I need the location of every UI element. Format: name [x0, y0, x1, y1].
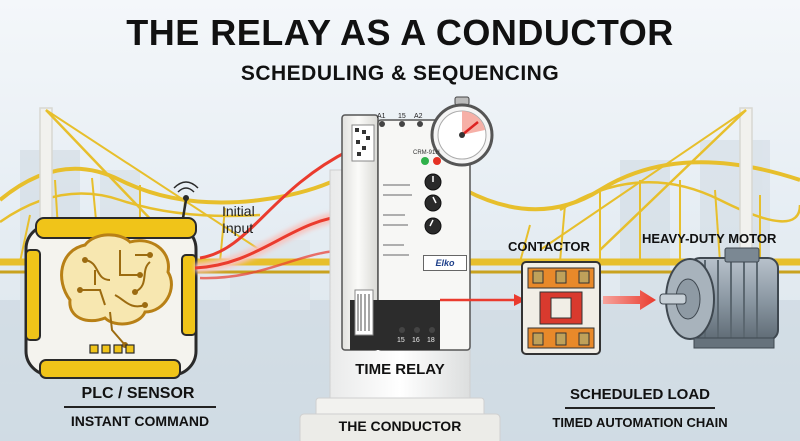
relay-output-arrow [440, 294, 526, 306]
plc-subtitle: INSTANT COMMAND [70, 413, 210, 429]
relay-title: TIME RELAY [355, 361, 445, 378]
motor-label: HEAVY-DUTY MOTOR [642, 231, 777, 246]
stopwatch-icon [430, 96, 494, 167]
relay-brand-badge: Elko [423, 255, 467, 271]
relay-terminal-15-bottom: 15 [397, 337, 405, 344]
load-title: SCHEDULED LOAD [569, 386, 710, 403]
contactor-output-arrow [603, 290, 656, 310]
contactor-label: CONTACTOR [508, 239, 590, 254]
relay-terminal-16: 16 [412, 337, 420, 344]
time-relay-device [341, 114, 471, 351]
plc-sensor-device [24, 181, 199, 379]
page-subtitle: SCHEDULING & SEQUENCING [240, 62, 560, 85]
brain-circuit-icon [60, 233, 173, 348]
initial-input-label: Initial Input [222, 203, 255, 236]
antenna-icon [173, 181, 199, 219]
plc-title: PLC / SENSOR [81, 385, 195, 402]
relay-terminal-a2: A2 [414, 113, 423, 120]
relay-terminal-a1: A1 [377, 113, 386, 120]
load-divider [565, 407, 715, 409]
contactor-device [521, 261, 601, 355]
page-title: THE RELAY AS A CONDUCTOR [126, 12, 674, 53]
plc-divider [64, 406, 216, 408]
relay-terminal-18: 18 [427, 337, 435, 344]
load-subtitle: TIMED AUTOMATION CHAIN [552, 415, 728, 430]
relay-model-label: CRM-91H [413, 150, 440, 156]
relay-terminal-15-top: 15 [398, 113, 406, 120]
motor-device [659, 247, 779, 349]
relay-subtitle: THE CONDUCTOR [338, 418, 462, 434]
